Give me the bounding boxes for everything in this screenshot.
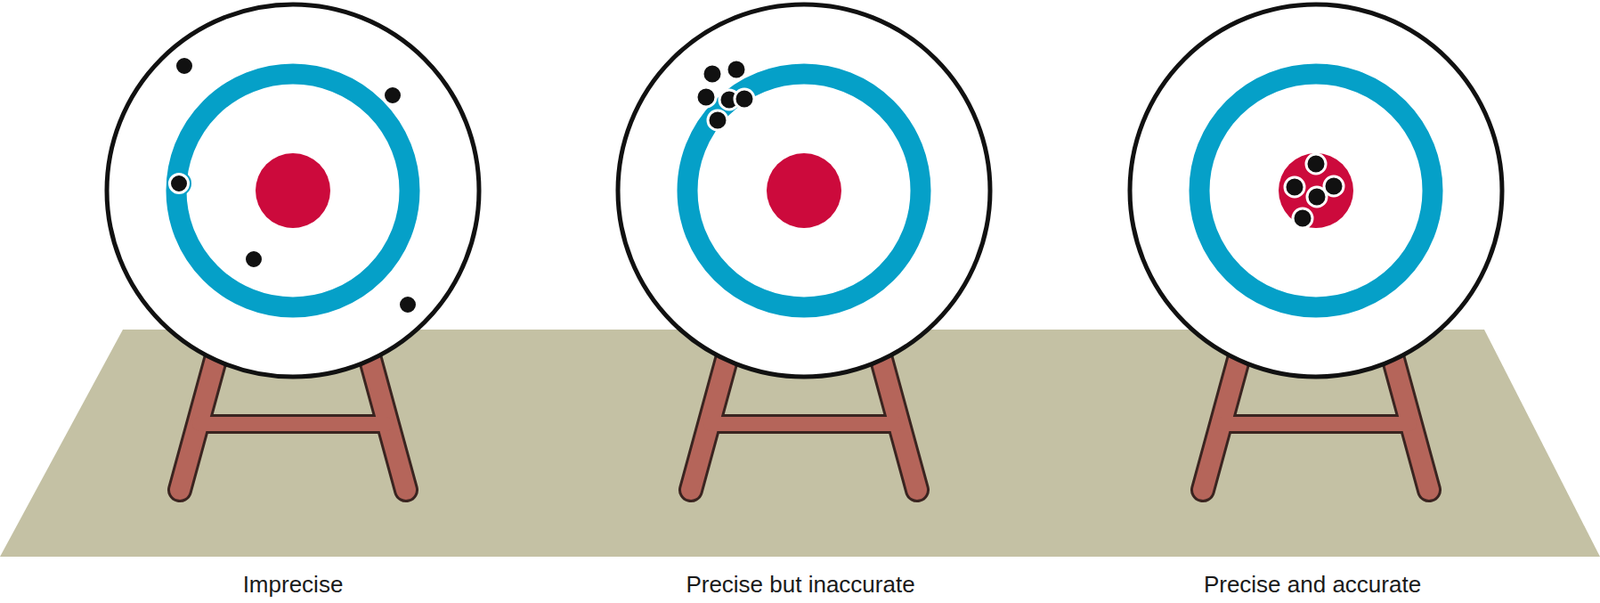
hit-dot	[1323, 176, 1344, 196]
hit-group	[167, 56, 417, 314]
target-ring	[176, 73, 410, 308]
hit-dot	[726, 59, 747, 80]
hit-dot	[1284, 177, 1305, 197]
target-middle	[617, 4, 991, 377]
hit-dot	[383, 86, 402, 105]
stand-bar	[199, 416, 387, 431]
hit-dot	[1292, 208, 1313, 228]
hit-dot	[707, 110, 728, 130]
target-bullseye	[255, 153, 331, 228]
hit-dot	[175, 56, 194, 75]
target-face	[617, 4, 991, 377]
stand-bar	[710, 414, 898, 434]
target-bullseye	[1278, 153, 1354, 228]
hit-dot	[244, 250, 263, 269]
stand-bar	[710, 416, 898, 431]
stand-bar	[1222, 414, 1410, 434]
target-bullseye	[766, 153, 842, 228]
hit-dot	[702, 64, 723, 84]
hit-group	[1284, 154, 1344, 228]
hit-dot	[696, 87, 716, 107]
hit-ring	[167, 171, 191, 195]
hit-group	[696, 59, 755, 130]
target-ring	[687, 73, 921, 308]
caption-label: Precise and accurate	[1203, 570, 1422, 598]
target-right	[1129, 4, 1503, 377]
target-face	[1129, 4, 1503, 377]
target-face	[106, 4, 480, 377]
caption-label: Precise but inaccurate	[685, 570, 915, 598]
hit-dot	[1306, 154, 1326, 174]
target-left	[106, 4, 480, 377]
caption-label: Imprecise	[243, 570, 344, 598]
target-ring	[1199, 73, 1433, 308]
hit-dot	[398, 295, 417, 314]
hit-dot	[734, 89, 755, 109]
hit-dot	[170, 174, 188, 193]
stand-bar	[1222, 416, 1410, 431]
stand-bar	[199, 414, 387, 434]
